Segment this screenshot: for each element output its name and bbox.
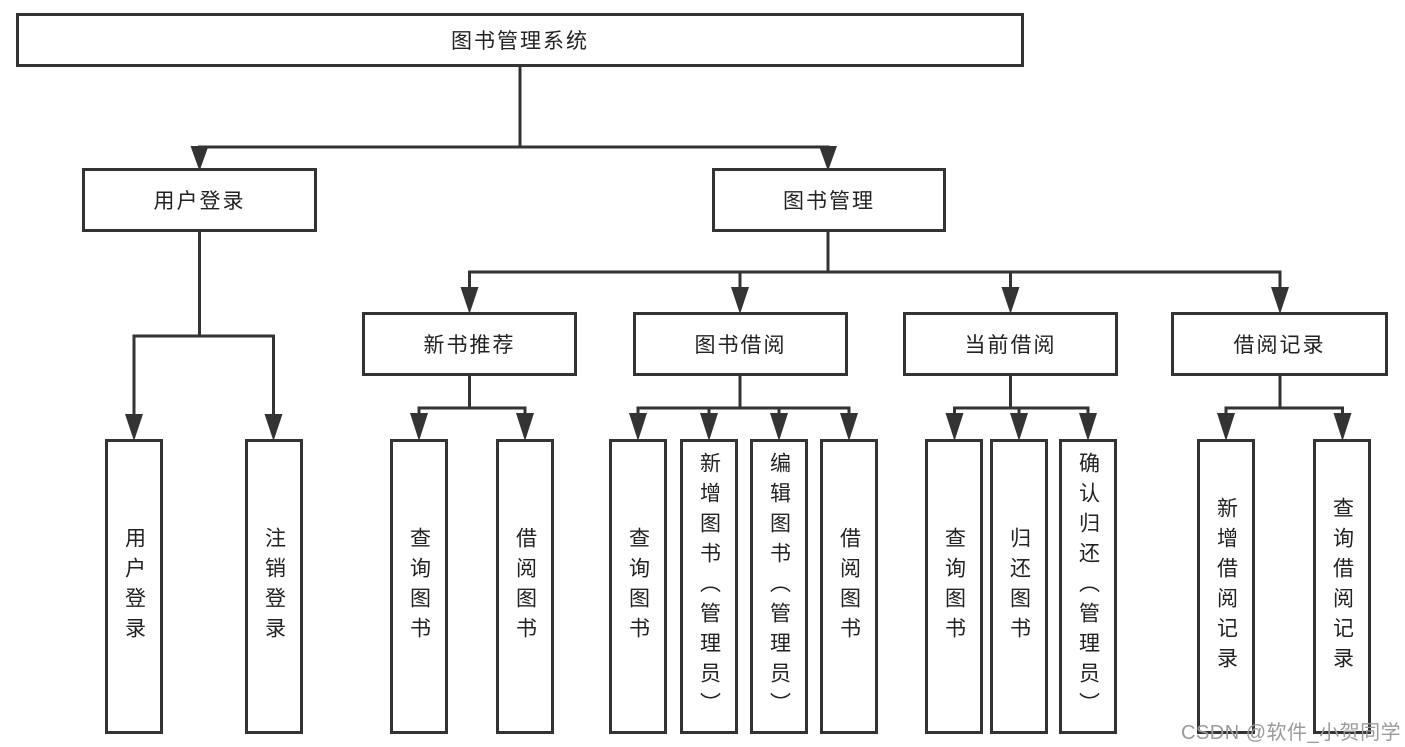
leaf-add-borrow-record-label: 新增借阅记录 [1214,496,1238,677]
arrowhead [770,413,788,441]
arrowhead [410,413,428,441]
leaf-query-borrow-record: 查询借阅记录 [1313,439,1371,734]
leaf-logout: 注销登录 [245,439,303,734]
node-root-label: 图书管理系统 [451,30,589,53]
node-borrow-record-label: 借阅记录 [1233,334,1326,357]
node-current-borrow: 当前借阅 [903,312,1118,376]
leaf-query-books-current-label: 查询图书 [942,526,966,647]
node-current-borrow-label: 当前借阅 [964,334,1057,357]
arrowhead [819,146,837,171]
leaf-edit-book-admin-label: 编辑图书（管理员） [767,451,791,722]
leaf-query-books-recommend-label: 查询图书 [407,526,431,647]
arrowhead [629,413,647,441]
arrowhead [190,146,209,171]
leaf-edit-book-admin: 编辑图书（管理员） [750,439,808,734]
node-book-borrow-label: 图书借阅 [694,334,787,357]
csdn-watermark: CSDN @软件_小贺同学 [1181,722,1402,744]
user-login-fork-line [132,334,275,420]
leaf-borrow-books-label: 借阅图书 [837,526,861,647]
leaf-logout-label: 注销登录 [262,526,286,647]
leaf-borrow-books-recommend: 借阅图书 [496,439,554,734]
leaf-borrow-books: 借阅图书 [820,439,878,734]
node-root: 图书管理系统 [16,13,1024,67]
arrowhead [264,414,283,441]
leaf-user-login: 用户登录 [105,439,163,734]
leaf-stub-lines [417,408,1344,418]
leaf-confirm-return-admin: 确认归还（管理员） [1059,439,1117,734]
arrowhead [125,414,143,441]
leaf-add-borrow-record: 新增借阅记录 [1197,439,1255,734]
arrowhead [460,287,479,314]
leaf-query-books-current: 查询图书 [925,439,983,734]
node-new-book-recommend-label: 新书推荐 [423,334,516,357]
leaf-query-borrow-record-label: 查询借阅记录 [1330,496,1354,677]
arrowhead [516,413,534,441]
leaf-query-books-borrow-label: 查询图书 [626,526,650,647]
leaf-return-books: 归还图书 [990,439,1048,734]
node-user-login: 用户登录 [82,168,317,232]
arrowhead [1079,413,1097,441]
leaf-user-login-label: 用户登录 [122,526,146,647]
arrowhead [731,287,749,314]
leaf-add-book-admin-label: 新增图书（管理员） [697,451,721,722]
book-mgmt-fork-line [468,270,1282,292]
arrowheads [125,146,1352,441]
leaf-return-books-label: 归还图书 [1007,526,1031,647]
arrowhead [840,413,858,441]
leaf-confirm-return-admin-label: 确认归还（管理员） [1076,451,1100,722]
arrowhead [1271,287,1289,314]
leaf-borrow-books-recommend-label: 借阅图书 [513,526,537,647]
arrowhead [945,413,964,441]
arrowhead [700,413,718,441]
node-borrow-record: 借阅记录 [1171,312,1388,376]
node-new-book-recommend: 新书推荐 [362,312,577,376]
arrowhead [1333,413,1352,441]
node-book-borrow: 图书借阅 [633,312,848,376]
arrowhead [1010,413,1028,441]
node-book-management: 图书管理 [712,168,946,232]
leaf-query-books-recommend: 查询图书 [390,439,448,734]
leaf-query-books-borrow: 查询图书 [609,439,667,734]
level3-stem-lines [468,376,1282,410]
node-book-management-label: 图书管理 [783,190,875,213]
leaf-add-book-admin: 新增图书（管理员） [680,439,738,734]
arrowhead [1217,413,1235,441]
arrowhead [1001,287,1020,314]
node-user-login-label: 用户登录 [153,190,246,213]
